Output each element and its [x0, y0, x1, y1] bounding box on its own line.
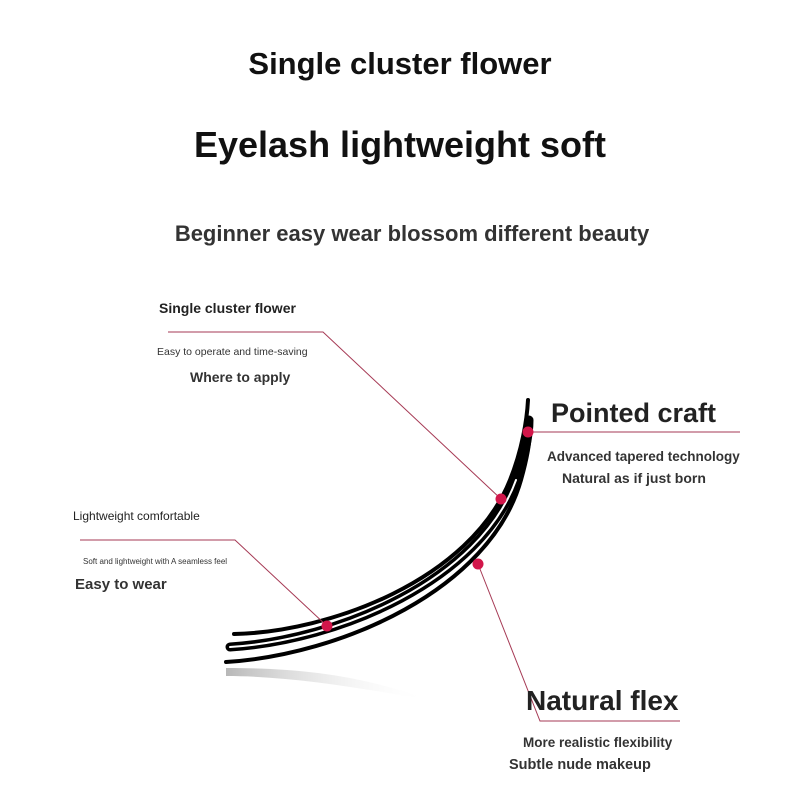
lightweight-tag: Easy to wear	[75, 576, 167, 593]
callout-dot	[472, 558, 484, 570]
flex-title: Natural flex	[526, 685, 679, 716]
cluster-desc: Easy to operate and time-saving	[157, 346, 308, 358]
page-title: Single cluster flower	[248, 46, 552, 81]
pointed-desc: Advanced tapered technology	[547, 449, 740, 464]
callout-dot	[495, 493, 507, 505]
pointed-tag: Natural as if just born	[562, 470, 706, 486]
cluster-title: Single cluster flower	[159, 300, 296, 316]
lightweight-title: Lightweight comfortable	[73, 509, 200, 523]
cluster-tag: Where to apply	[190, 369, 291, 385]
eyelash-icon	[224, 398, 534, 664]
leader-lines	[80, 331, 740, 722]
callout-dot	[321, 620, 333, 632]
subtitle: Beginner easy wear blossom different bea…	[174, 221, 650, 246]
flex-desc: More realistic flexibility	[523, 735, 673, 750]
pointed-title: Pointed craft	[551, 398, 717, 428]
callout-dot	[522, 426, 534, 438]
callout-dots	[321, 426, 534, 632]
headline: Eyelash lightweight soft	[193, 124, 607, 165]
lash-reflection	[226, 668, 430, 700]
flex-tag: Subtle nude makeup	[509, 757, 651, 773]
lightweight-desc: Soft and lightweight with A seamless fee…	[83, 557, 228, 566]
